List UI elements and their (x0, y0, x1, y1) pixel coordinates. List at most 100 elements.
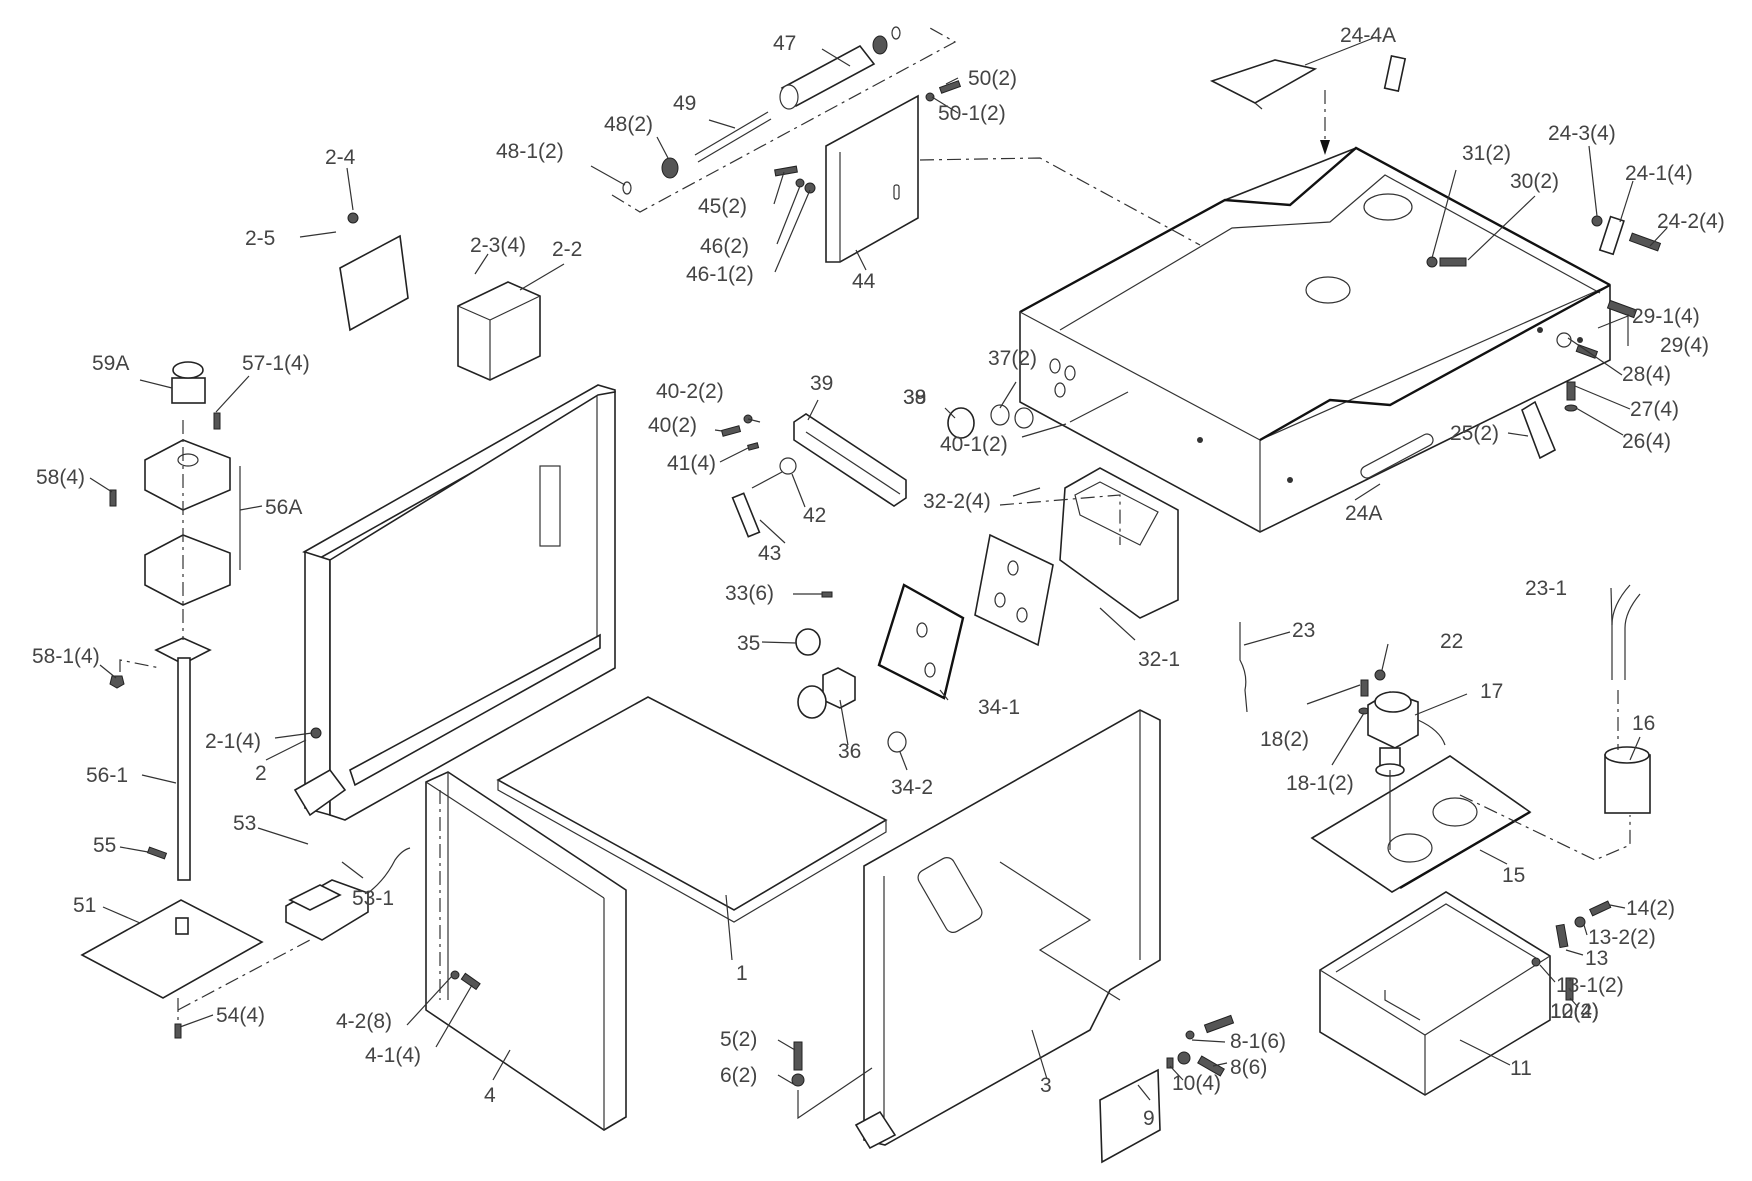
label-58: 58(4) (36, 466, 85, 489)
label-53: 53 (233, 812, 256, 835)
part-labels: 24-4A 47 50(2) 50-1(2) 49 48(2) 48-1(2) … (32, 24, 1725, 1130)
part-38-nut (947, 407, 975, 439)
label-34-2: 34-2 (891, 776, 933, 799)
part-5-bolt (793, 1041, 803, 1071)
label-50-1: 50-1(2) (938, 102, 1006, 125)
label-23: 23 (1292, 619, 1315, 642)
label-40-2: 40-2(2) (656, 380, 724, 403)
part-24A-top-tray (1019, 146, 1611, 533)
label-33: 33(6) (725, 582, 774, 605)
part-16-filter (1604, 746, 1651, 814)
label-39: 39 (810, 372, 833, 395)
label-6: 6(2) (720, 1064, 757, 1087)
label-31: 31(2) (1462, 142, 1511, 165)
part-4-2-washer (450, 970, 460, 980)
part-57-1-screw (213, 412, 221, 430)
label-part-38: 38 (903, 386, 926, 409)
part-2-2-junction-box (457, 281, 541, 381)
label-32-1: 32-1 (1138, 648, 1180, 671)
part-43-lock-handle (731, 471, 783, 538)
label-10: 10(4) (1172, 1072, 1221, 1095)
part-18-screw (1360, 679, 1369, 697)
part-34-1-gasket (877, 583, 965, 700)
part-35-fitting (795, 628, 821, 656)
part-48-1-clip (622, 181, 632, 195)
label-29: 29(4) (1660, 334, 1709, 357)
label-41: 41(4) (667, 452, 716, 475)
label-48: 48(2) (604, 113, 653, 136)
label-4-2: 4-2(8) (336, 1010, 392, 1033)
label-24-1: 24-1(4) (1625, 162, 1693, 185)
part-34-2-plug (887, 731, 907, 753)
part-13-2-washer (1574, 916, 1586, 928)
label-32-2: 32-2(4) (923, 490, 991, 513)
label-2-5: 2-5 (245, 227, 275, 250)
part-3-right-stand-frame (854, 709, 1161, 1150)
part-22-fitting (1374, 669, 1386, 681)
label-53-1: 53-1 (352, 887, 394, 910)
label-24-3: 24-3(4) (1548, 122, 1616, 145)
part-26-washer (1564, 404, 1578, 412)
part-13-latch (1555, 923, 1569, 949)
label-28: 28(4) (1622, 363, 1671, 386)
label-13: 13 (1585, 947, 1608, 970)
label-23-1: 23-1 (1525, 577, 1567, 600)
label-22: 22 (1440, 630, 1463, 653)
label-14: 14(2) (1626, 897, 1675, 920)
label-17: 17 (1480, 680, 1503, 703)
part-51-base-plate (80, 899, 264, 999)
label-30: 30(2) (1510, 170, 1559, 193)
label-59A: 59A (92, 352, 129, 375)
label-54: 54(4) (216, 1004, 265, 1027)
label-3: 3 (1040, 1074, 1052, 1097)
label-43: 43 (758, 542, 781, 565)
label-34-1: 34-1 (978, 696, 1020, 719)
label-51: 51 (73, 894, 96, 917)
label-56-1: 56-1 (86, 764, 128, 787)
label-24-2: 24-2(4) (1657, 210, 1725, 233)
part-30-bolt (1439, 257, 1467, 267)
part-24-1-hinge-bracket (1383, 54, 1625, 256)
label-58-1: 58-1(4) (32, 645, 100, 668)
part-1-shelf (496, 696, 888, 923)
label-24-4A: 24-4A (1340, 24, 1396, 47)
part-12-screw (1565, 977, 1574, 1001)
label-18: 18(2) (1260, 728, 1309, 751)
label-4-1: 4-1(4) (365, 1044, 421, 1067)
part-37-bearing (990, 404, 1010, 426)
label-2-1: 2-1(4) (205, 730, 261, 753)
part-2-1-screw (310, 727, 322, 739)
label-16: 16 (1632, 712, 1655, 735)
part-42-washer (779, 457, 797, 475)
part-33-screw (821, 591, 833, 598)
label-38: 39 (903, 386, 926, 409)
part-45-bolt (774, 165, 798, 177)
label-18-1: 18-1(2) (1286, 772, 1354, 795)
label-40: 40(2) (648, 414, 697, 437)
label-2-2: 2-2 (552, 238, 582, 261)
label-49: 49 (673, 92, 696, 115)
part-59A-emergency-switch (171, 361, 206, 404)
part-40-bolt (720, 425, 742, 437)
part-50-screw (938, 80, 962, 94)
label-46-1: 46-1(2) (686, 263, 754, 286)
part-17-coolant-pump (1367, 691, 1446, 777)
label-26: 26(4) (1622, 430, 1671, 453)
part-11-coolant-tank (1319, 891, 1551, 1096)
leader-lines (89, 36, 1668, 1101)
part-53-foot-switch (285, 847, 411, 941)
part-32-1-chute (1059, 467, 1179, 619)
label-37: 37(2) (988, 347, 1037, 370)
label-9: 9 (1143, 1107, 1155, 1130)
part-36-valve (797, 667, 856, 719)
label-part-12: 12(2) (1550, 1000, 1599, 1023)
part-23-1-hose (1611, 584, 1631, 680)
part-2-switch-plate (339, 234, 409, 332)
label-1: 1 (736, 962, 748, 985)
part-49-shaft (694, 111, 769, 156)
part-47-roller (779, 44, 876, 110)
part-6-nut (791, 1073, 805, 1087)
label-2: 2 (255, 762, 267, 785)
part-55-screw (146, 846, 168, 860)
